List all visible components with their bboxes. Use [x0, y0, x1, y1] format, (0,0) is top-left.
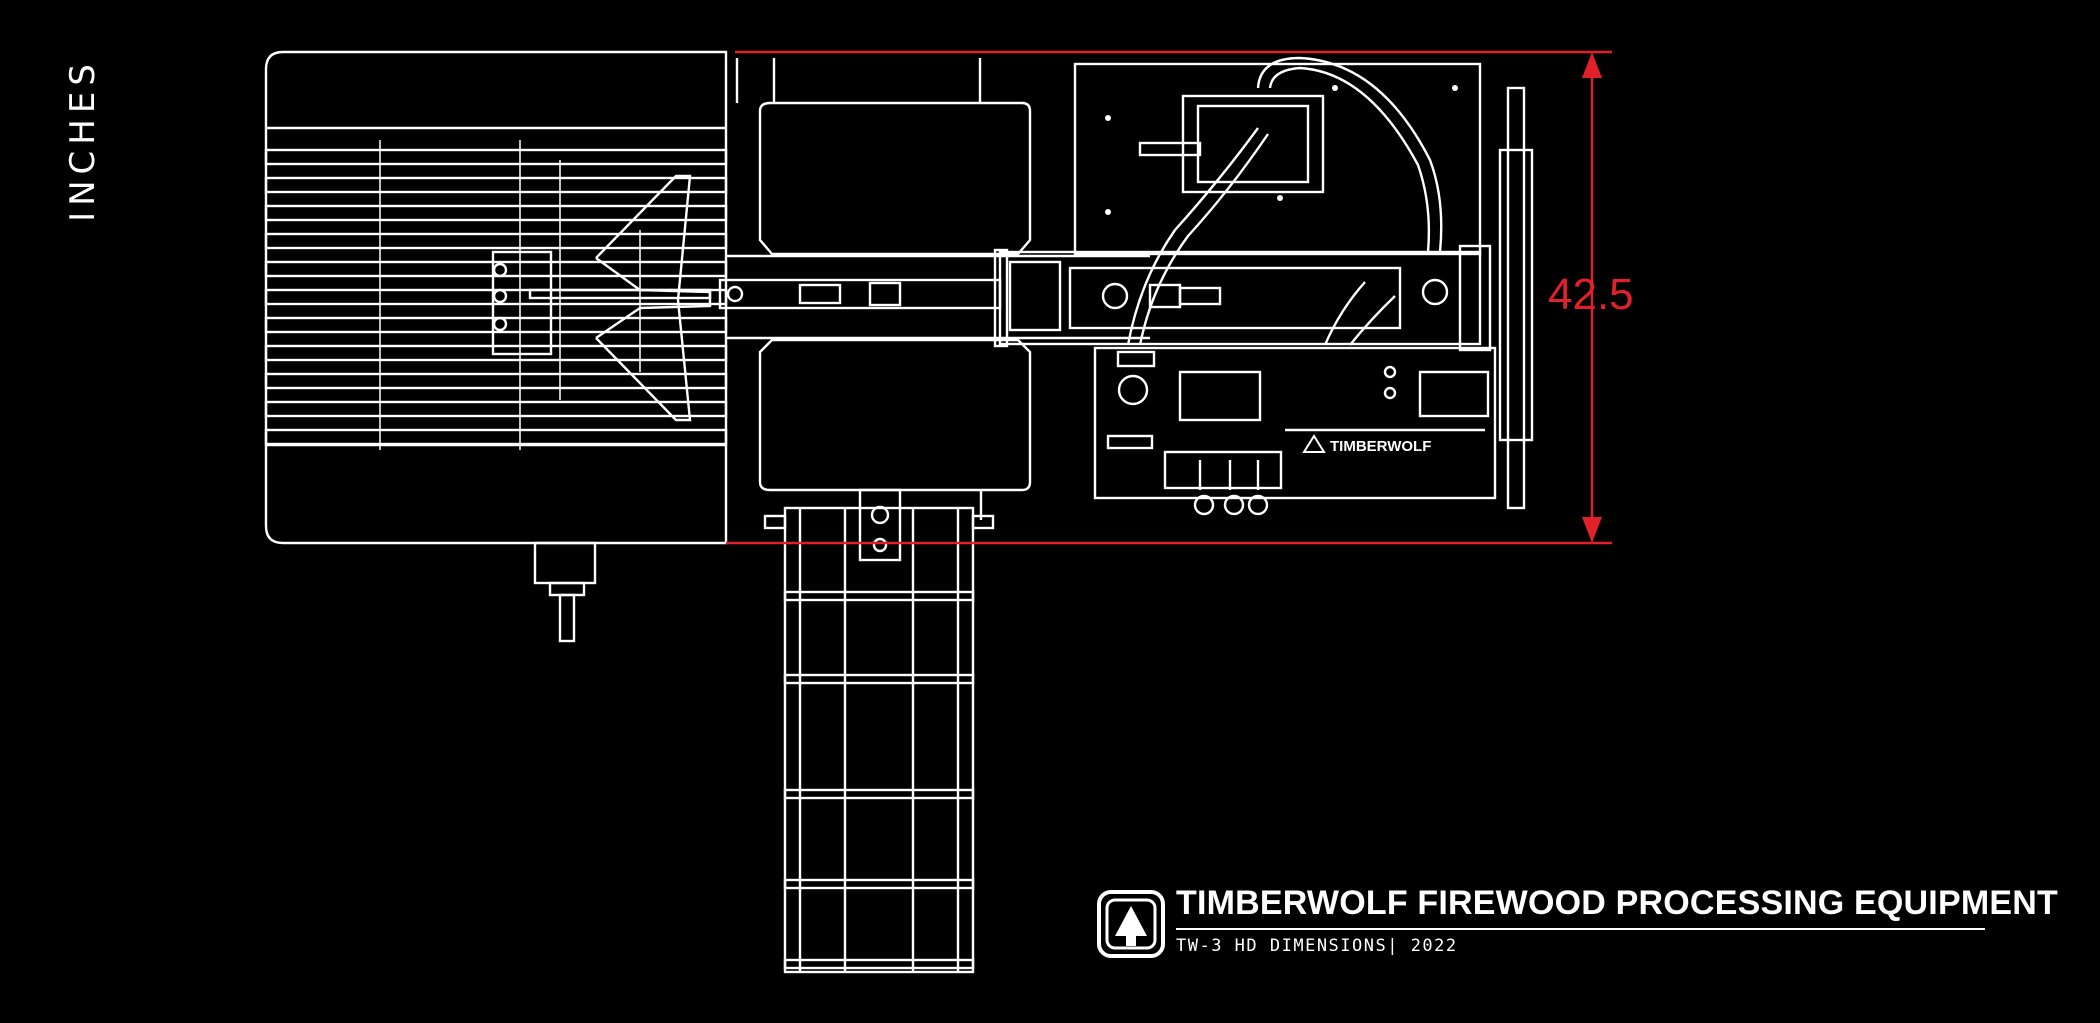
brand-block: TIMBERWOLF FIREWOOD PROCESSING EQUIPMENT…: [1093, 876, 2058, 986]
deck-slat: [264, 344, 728, 362]
conveyor-rung: [783, 590, 975, 602]
log-deck: [264, 50, 728, 643]
deck-slat: [264, 148, 728, 166]
brand-divider: [1176, 928, 1985, 930]
conveyor-rung: [783, 878, 975, 890]
deck-slat: [264, 400, 728, 418]
deck-slat: [264, 204, 728, 222]
units-label: INCHES: [63, 58, 103, 222]
deck-slat: [264, 288, 728, 306]
conveyor-rung: [783, 673, 975, 685]
deck-slat: [264, 176, 728, 194]
deck-slat: [264, 316, 728, 334]
side-wheel: [1498, 86, 1534, 510]
deck-slat: [264, 260, 728, 278]
timberwolf-logo-icon: [1097, 890, 1165, 958]
splitting-wedge: [491, 174, 712, 422]
deck-slat: [264, 372, 728, 390]
conveyor-rung: [783, 788, 975, 800]
engine-plate: [1073, 62, 1482, 256]
outfeed-conveyor: [763, 488, 995, 974]
brand-subtitle: TW-3 HD DIMENSIONS| 2022: [1176, 936, 1458, 956]
deck-slat: [264, 428, 728, 446]
height-dimension-label: 42.5: [1548, 270, 1634, 319]
hydraulic-hoses: [1126, 56, 1443, 346]
panel-logo: TIMBERWOLF: [1302, 434, 1431, 455]
control-panel: [1093, 346, 1497, 516]
svg-text:TIMBERWOLF: TIMBERWOLF: [1330, 438, 1431, 455]
deck-slat: [264, 232, 728, 250]
conveyor-rung: [783, 958, 975, 970]
brand-title: TIMBERWOLF FIREWOOD PROCESSING EQUIPMENT: [1176, 884, 2058, 922]
dimension-lines: [726, 50, 1612, 545]
hydraulic-cylinder: [998, 244, 1492, 352]
main-beam: [718, 248, 1150, 348]
splitting-table: [735, 58, 1032, 520]
